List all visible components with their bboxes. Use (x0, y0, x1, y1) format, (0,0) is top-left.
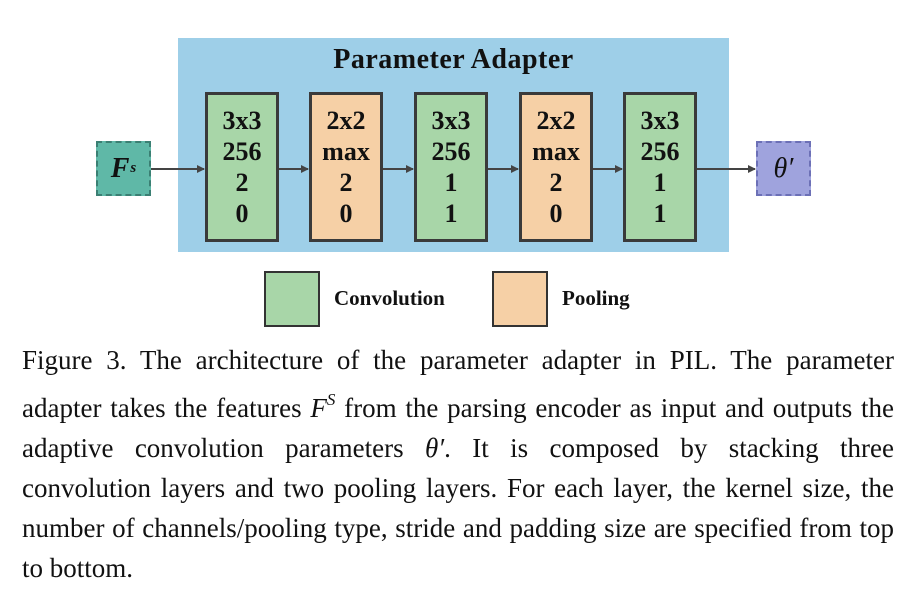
output-parameters-node: θ′ (756, 141, 811, 196)
layer-channels: max (322, 137, 370, 166)
layer-stride: 2 (339, 168, 353, 197)
layer-padding: 0 (549, 199, 563, 228)
layer-channels: 256 (431, 137, 471, 166)
legend-pooling-swatch (492, 271, 548, 327)
layer-channels: max (532, 137, 580, 166)
layer-channels: 256 (640, 137, 680, 166)
layer-padding: 1 (653, 199, 667, 228)
caption-text-2: from the parsing encoder as input and ou… (22, 393, 894, 463)
figure-caption: Figure 3. The architecture of the parame… (22, 340, 894, 588)
legend-convolution-swatch (264, 271, 320, 327)
layer-kernel: 3x3 (431, 106, 471, 135)
legend-pooling-label: Pooling (562, 286, 630, 310)
input-features-superscript: s (130, 160, 137, 176)
layer-padding: 0 (235, 199, 249, 228)
layer-channels: 256 (222, 137, 262, 166)
legend-convolution-label: Convolution (334, 286, 445, 310)
caption-feature-symbol: F (310, 393, 327, 423)
layer-stride: 2 (235, 168, 249, 197)
caption-theta-symbol: θ′ (424, 433, 445, 463)
layer-stride: 1 (444, 168, 458, 197)
layer-kernel: 2x2 (326, 106, 366, 135)
adapter-title: Parameter Adapter (333, 44, 574, 75)
layer-padding: 0 (339, 199, 353, 228)
layer-kernel: 2x2 (536, 106, 576, 135)
layer-kernel: 3x3 (222, 106, 262, 135)
input-features-symbol: F (110, 152, 130, 184)
layer-stride: 1 (653, 168, 667, 197)
layer-padding: 1 (444, 199, 458, 228)
layer-stride: 2 (549, 168, 563, 197)
caption-text-1: Figure 3. The architecture of the parame… (22, 345, 894, 423)
output-parameters-symbol: θ′ (773, 152, 794, 184)
layer-kernel: 3x3 (640, 106, 680, 135)
caption-feature-superscript: S (326, 390, 336, 409)
caption-text-3: . It is composed by stacking three convo… (22, 433, 894, 583)
